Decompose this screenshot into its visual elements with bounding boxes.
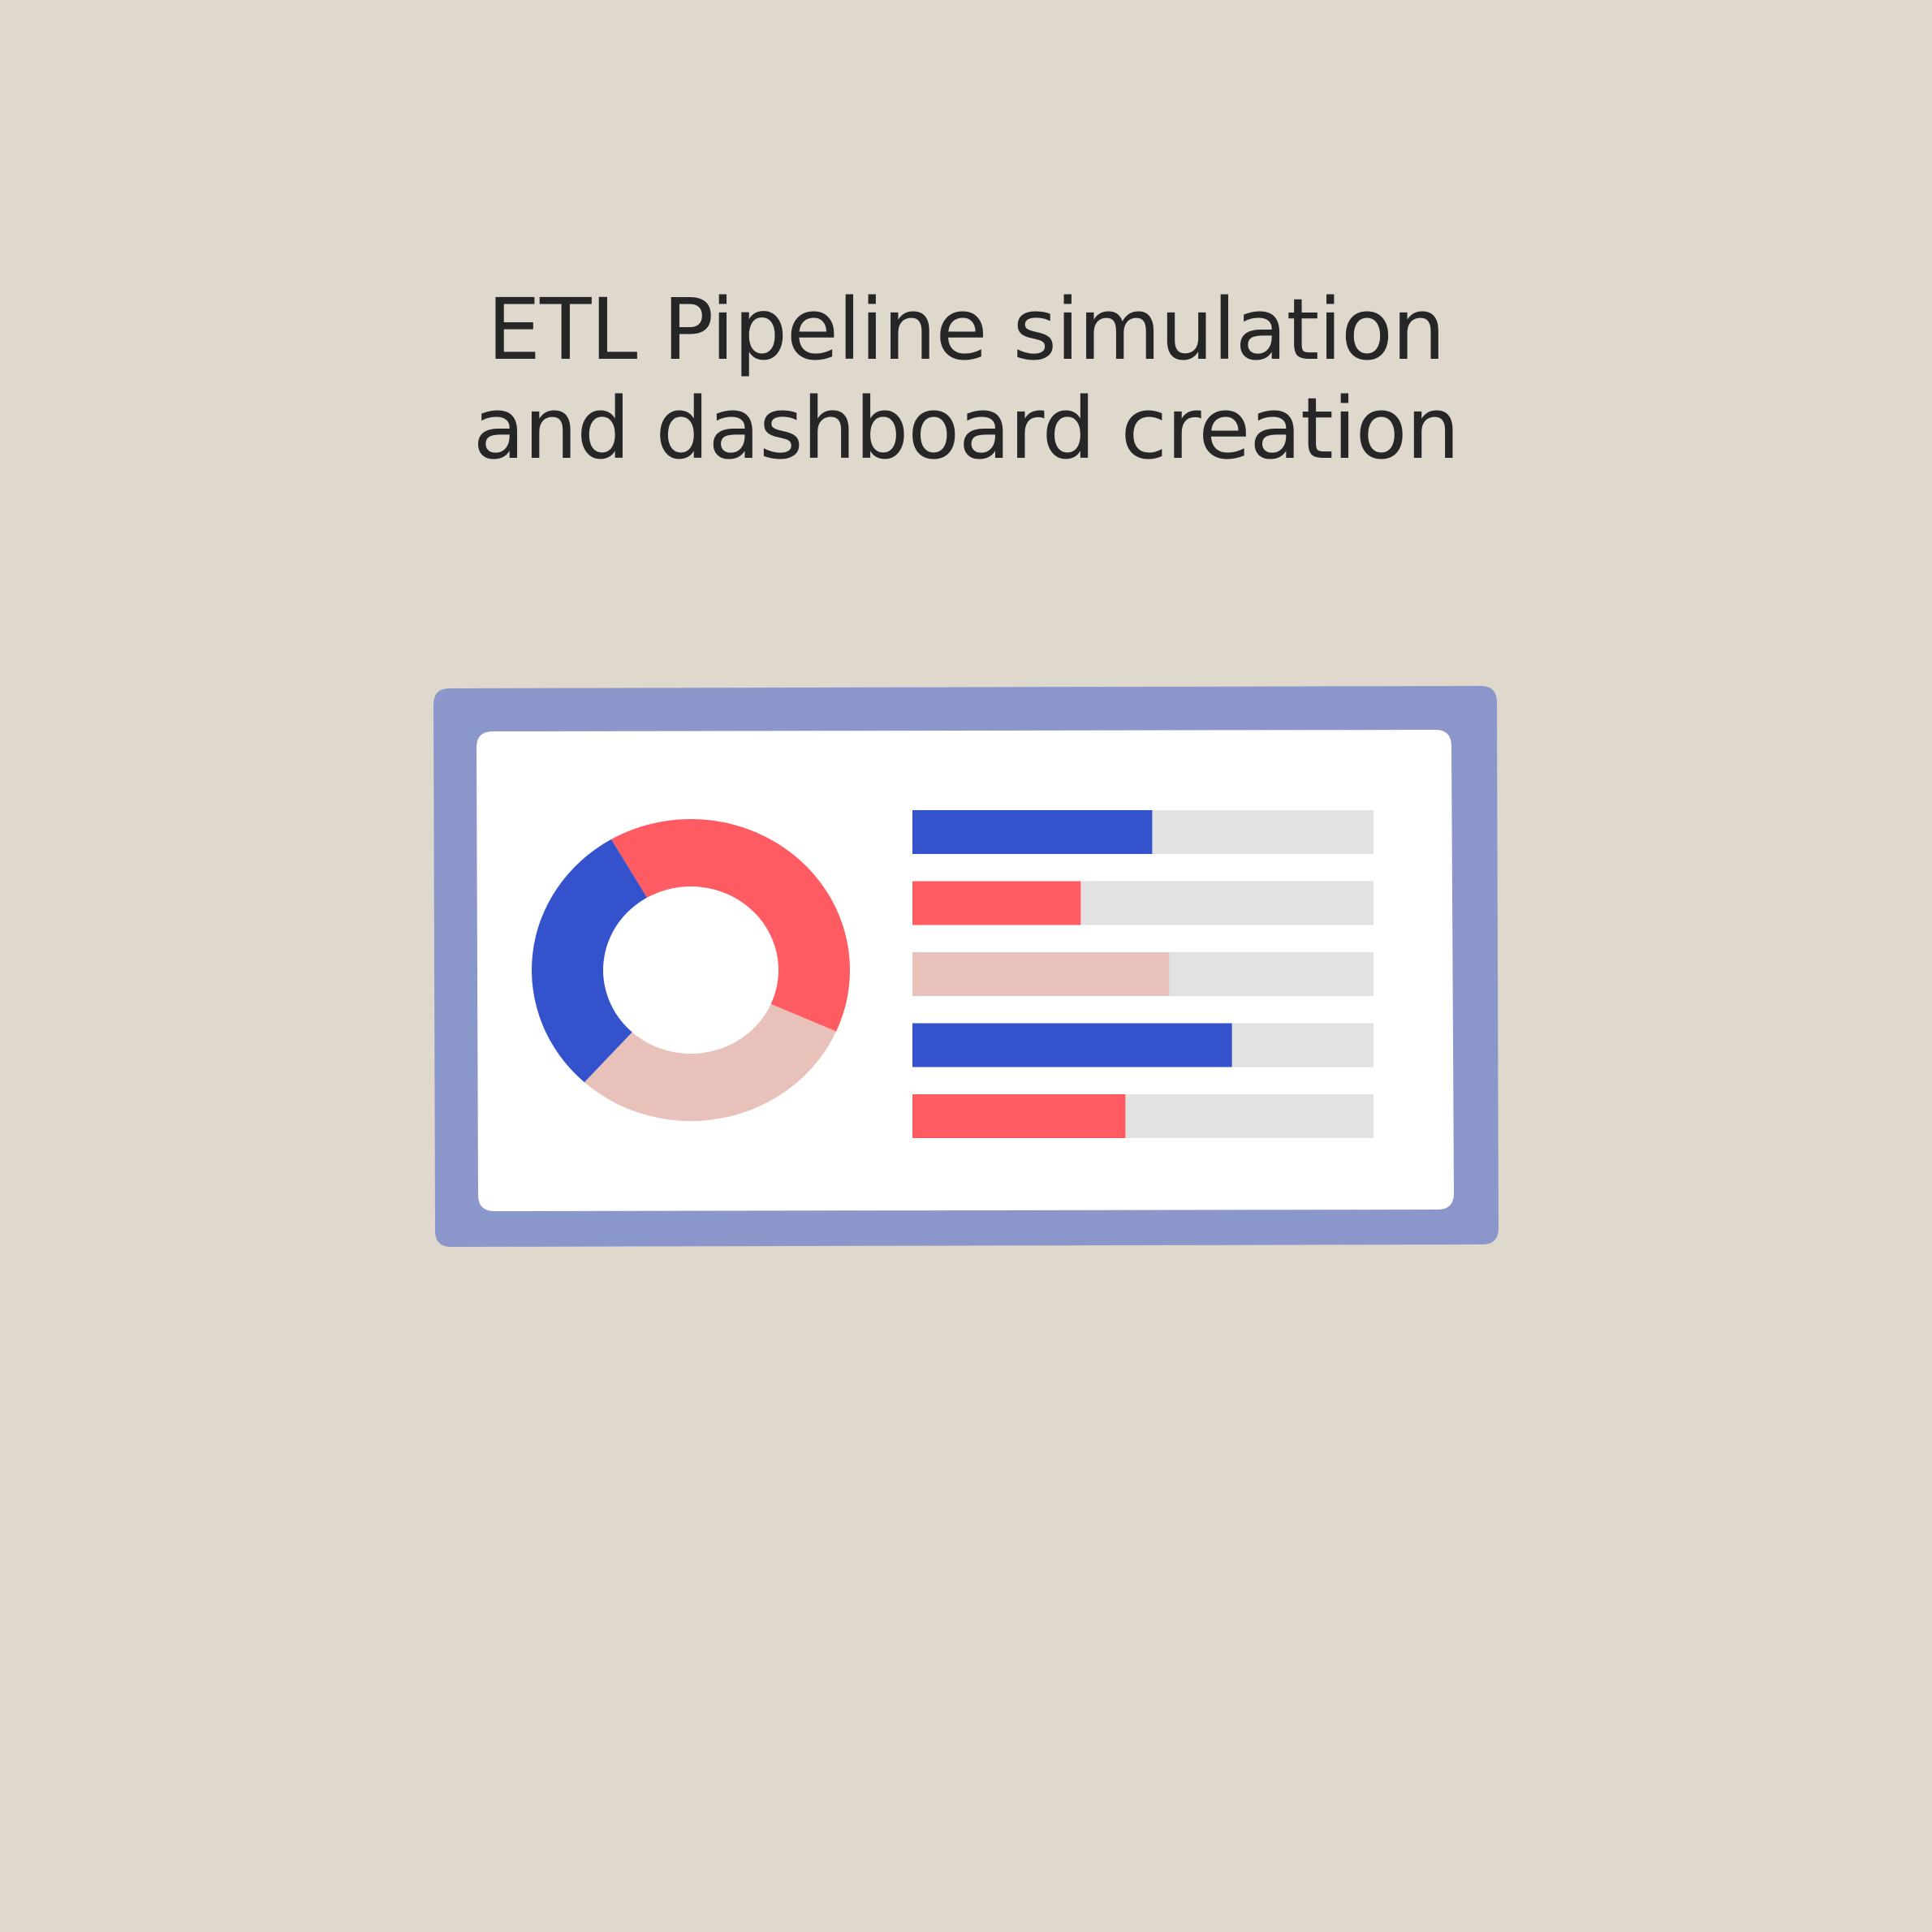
donut-segment-red [611,819,850,1032]
donut-chart-icon [531,819,850,1122]
bar-fill-pink [912,952,1170,996]
donut-segment-pink [584,1003,837,1122]
bar-fill-red [912,881,1081,925]
donut-segment-blue [531,839,647,1083]
bar-fill-red [912,1094,1126,1138]
bar-fill-blue [912,1023,1232,1067]
page-title: ETL Pipeline simulation and dashboard cr… [0,280,1932,478]
progress-bars-icon [912,810,1374,1138]
title-line-1: ETL Pipeline simulation [487,280,1445,379]
title-line-2: and dashboard creation [472,379,1460,478]
bar-fill-blue [912,810,1153,854]
